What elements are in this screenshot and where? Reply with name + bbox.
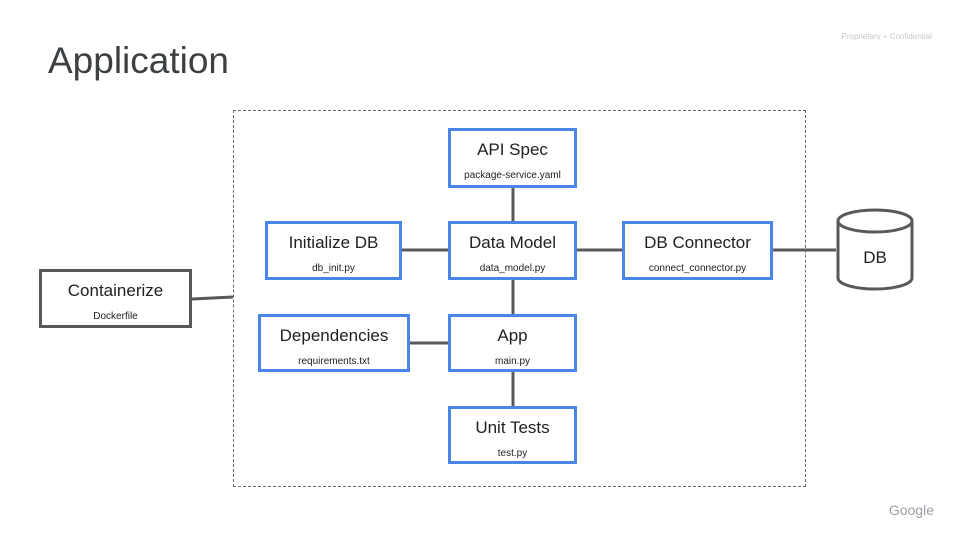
dependencies-node: Dependencies requirements.txt: [258, 314, 410, 372]
data-model-label: Data Model: [469, 233, 556, 252]
connector-containerize-application: [191, 295, 234, 301]
unit-tests-label: Unit Tests: [475, 418, 550, 437]
initialize-db-node: Initialize DB db_init.py: [265, 221, 402, 280]
database-cylinder-icon: [836, 208, 914, 291]
app-label: App: [497, 326, 528, 345]
dependencies-file: requirements.txt: [298, 356, 370, 367]
api-spec-file: package-service.yaml: [464, 170, 561, 181]
data-model-node: Data Model data_model.py: [448, 221, 577, 280]
db-connector-file: connect_connector.py: [648, 263, 747, 274]
db-label: DB: [863, 248, 887, 267]
db-connector-node: DB Connector connect_connector.py: [622, 221, 773, 280]
google-logo: Google: [888, 502, 934, 518]
dependencies-label: Dependencies: [279, 326, 389, 345]
unit-tests-node: Unit Tests test.py: [448, 406, 577, 464]
slide-title: Application: [48, 40, 230, 81]
containerize-node: Containerize Dockerfile: [39, 269, 192, 328]
application-boundary: [233, 110, 806, 487]
db-connector-label: DB Connector: [644, 233, 751, 252]
api-spec-label: API Spec: [477, 140, 548, 159]
app-file: main.py: [494, 356, 530, 367]
initialize-db-file: db_init.py: [312, 263, 355, 274]
confidential-notice: Proprietary + Confidential: [841, 32, 933, 41]
data-model-file: data_model.py: [479, 263, 546, 274]
containerize-file: Dockerfile: [93, 311, 138, 322]
containerize-label: Containerize: [67, 281, 164, 300]
initialize-db-label: Initialize DB: [288, 233, 379, 252]
app-node: App main.py: [448, 314, 577, 372]
api-spec-node: API Spec package-service.yaml: [448, 128, 577, 188]
unit-tests-file: test.py: [497, 448, 528, 459]
